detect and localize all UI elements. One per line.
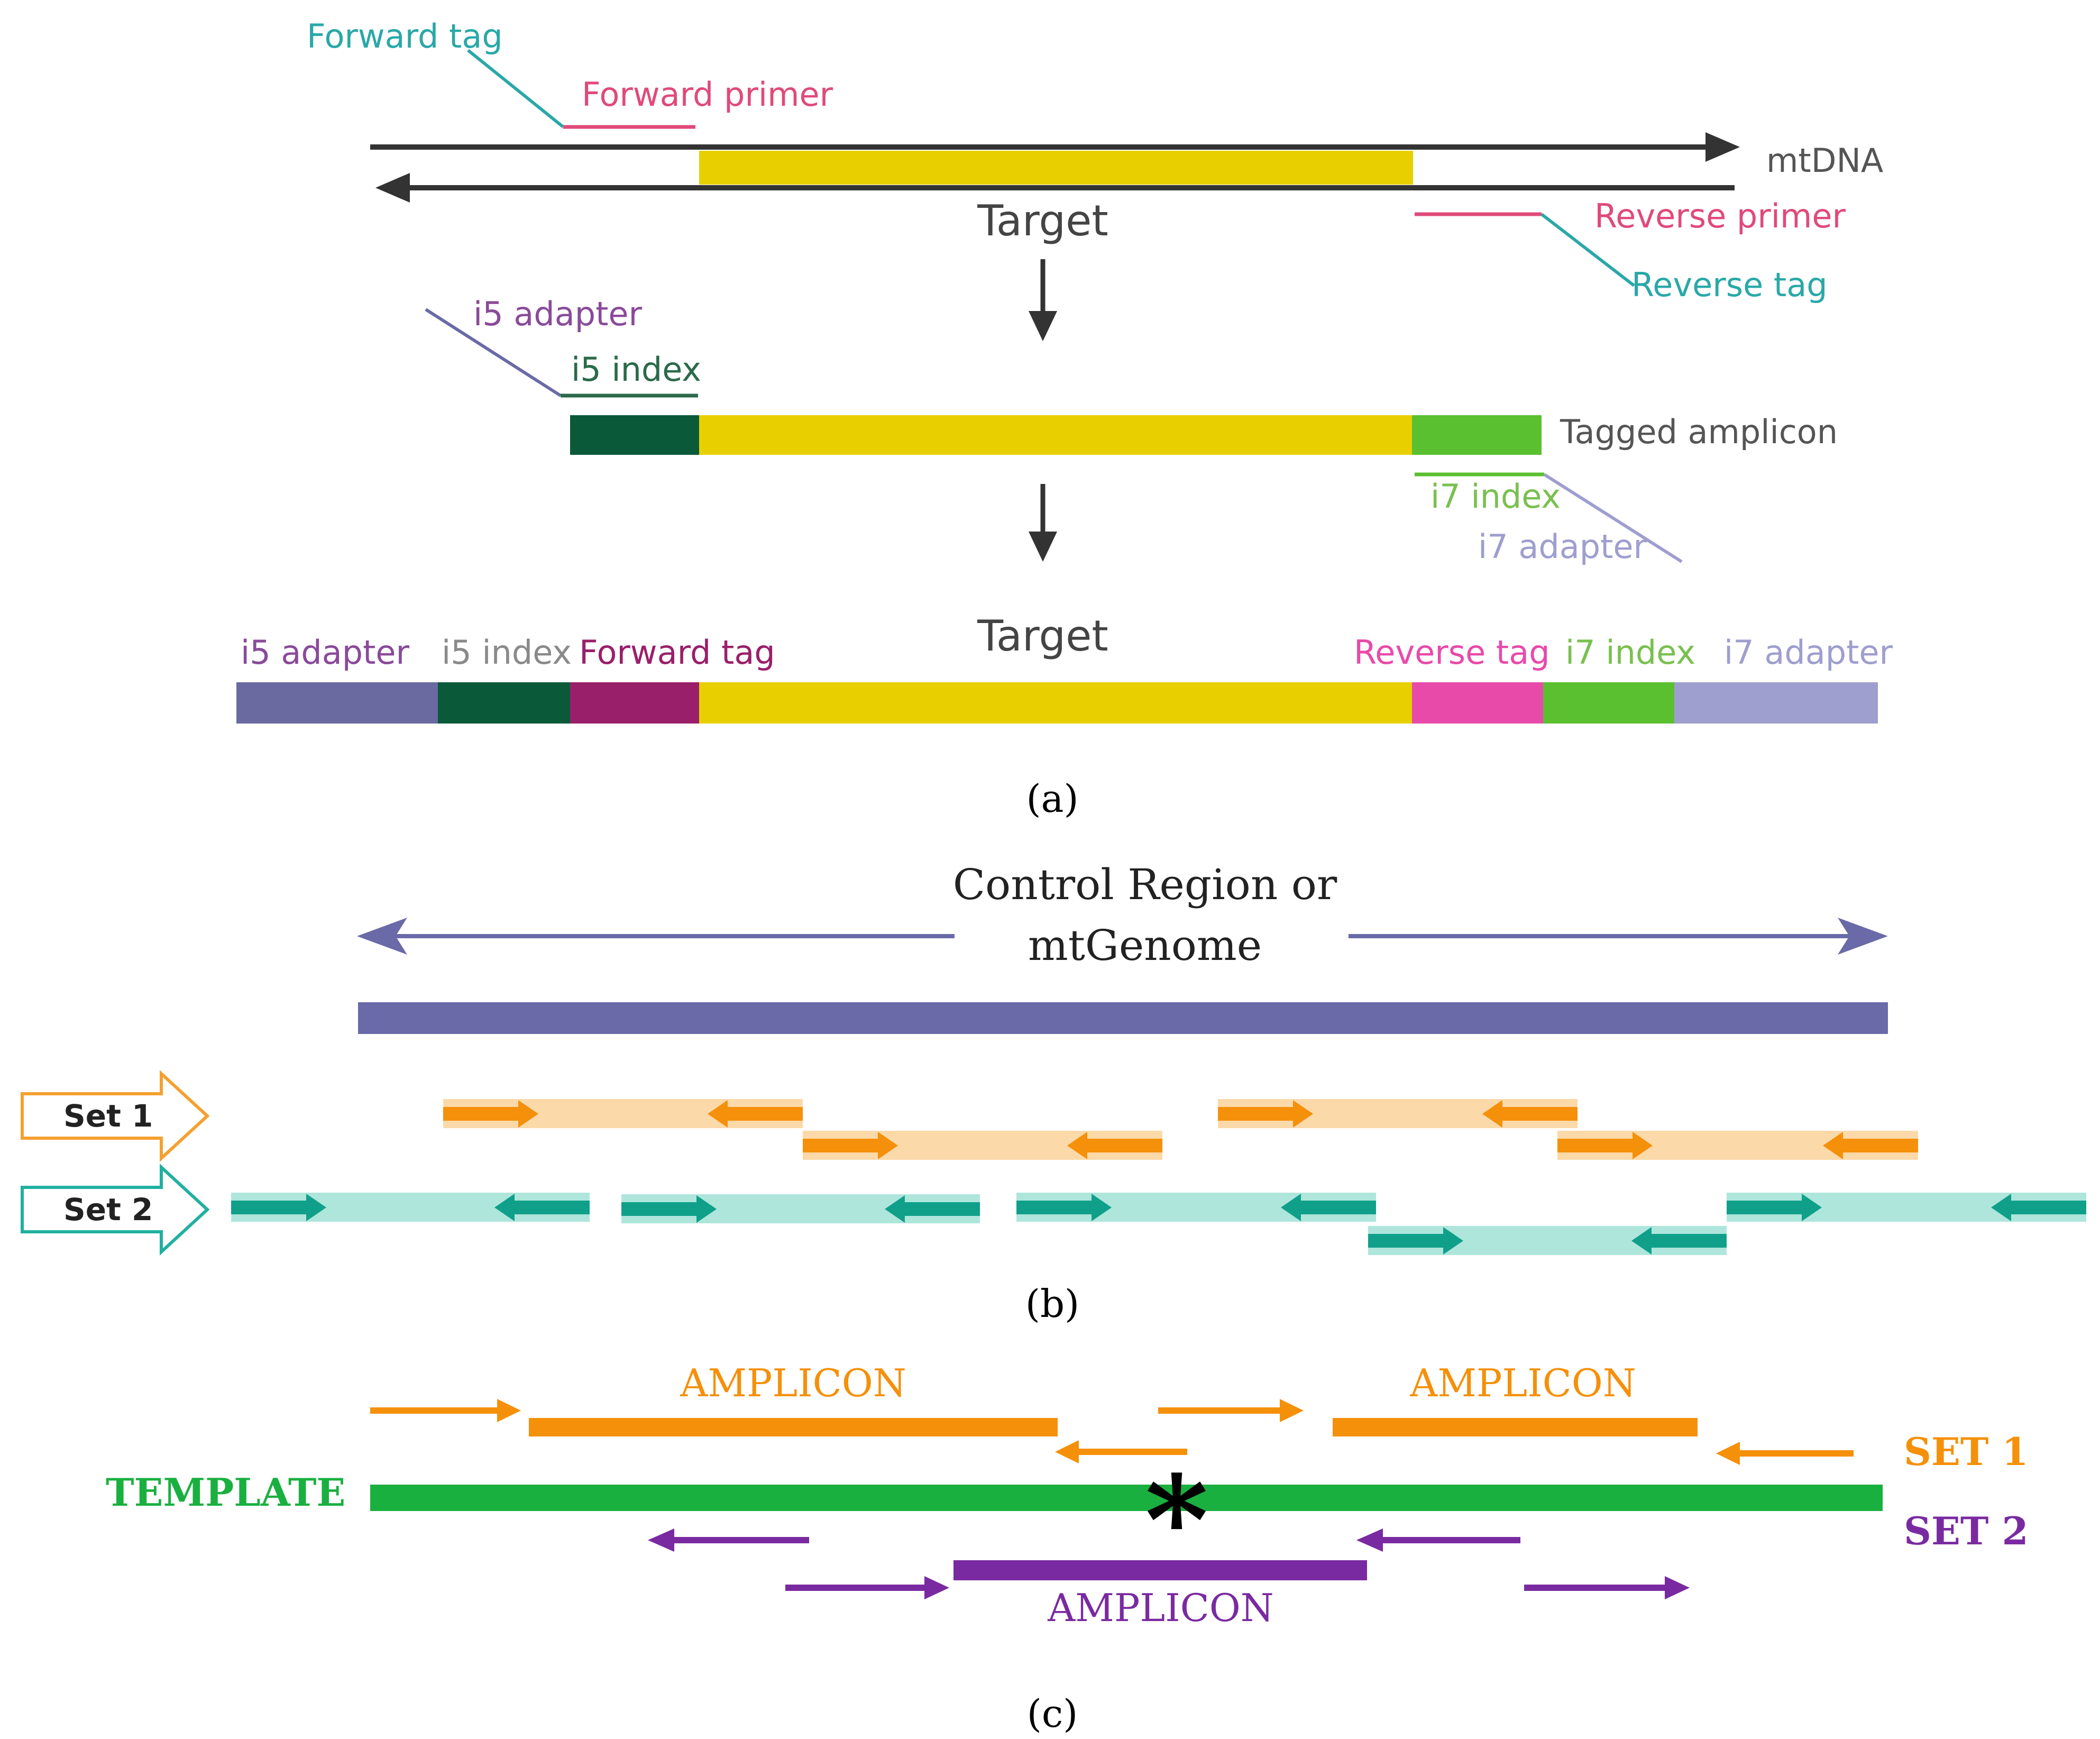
control-region-title-line1: Control Region or: [953, 860, 1337, 909]
set1-amplicons: [443, 1099, 1918, 1160]
caption-c: (c): [1027, 1691, 1078, 1736]
genome-bar: [358, 1002, 1888, 1034]
final-forward-tag-block: [570, 682, 700, 724]
set1-forward-primer-head: [497, 1399, 521, 1422]
final-reverse-tag-block: [1412, 682, 1544, 724]
set1-forward-primer-head: [1280, 1399, 1304, 1422]
set2-amplicon: [1368, 1226, 1727, 1255]
final-reverse-tag-label: Reverse tag: [1354, 633, 1550, 672]
set2-reverse-primer-head: [648, 1529, 674, 1552]
set2-amplicons: [231, 1193, 2086, 1255]
set2-forward-primer-head: [924, 1576, 949, 1599]
set1-reverse-primer-head: [1055, 1440, 1079, 1463]
forward-primer-label: Forward primer: [582, 75, 833, 114]
set1-reverse-primer-head: [1716, 1442, 1740, 1465]
set1-label-arrow: [21, 1070, 210, 1162]
final-i5-adapter-label: i5 adapter: [241, 633, 410, 672]
target-label-bottom: Target: [977, 611, 1108, 661]
set1-amplicon: [1218, 1099, 1578, 1128]
set1-amplicon: [1557, 1131, 1918, 1160]
i5-index-label: i5 index: [571, 350, 701, 389]
set1-side-label: SET 1: [1904, 1429, 2029, 1474]
amplicon-label-3: AMPLICON: [1047, 1586, 1274, 1630]
panel-a: Forward tag Forward primer mtDNA Target …: [236, 17, 1893, 821]
set1-amplicon: [443, 1099, 803, 1128]
final-i5-index-block: [438, 682, 571, 724]
target-region-top: [699, 151, 1413, 185]
final-i7-adapter-label: i7 adapter: [1724, 633, 1893, 672]
set2-amplicon: [621, 1194, 980, 1223]
final-target-block: [699, 682, 1413, 724]
template-bar: [370, 1485, 1883, 1511]
template-label: TEMPLATE: [106, 1470, 345, 1515]
set2-amplicon: [231, 1193, 590, 1222]
panel-b: Control Region or mtGenome Set 1 Set 2: [21, 860, 2086, 1326]
set1-label: Set 1: [63, 1098, 153, 1134]
mtdna-label: mtDNA: [1766, 141, 1883, 180]
set2-forward-primer-head: [1665, 1576, 1690, 1599]
set1-amplicon-bar: [529, 1418, 1058, 1436]
set2-label: Set 2: [63, 1192, 153, 1228]
mtdna-reverse-arrowhead: [375, 173, 410, 203]
tagged-target-block: [699, 415, 1413, 455]
reverse-primer-label: Reverse primer: [1594, 197, 1846, 235]
mtdna-forward-arrowhead: [1705, 132, 1740, 162]
i7-adapter-label: i7 adapter: [1478, 527, 1647, 566]
amplicon-label-2: AMPLICON: [1409, 1361, 1636, 1405]
i5-adapter-label: i5 adapter: [473, 295, 643, 333]
set1-amplicon-bar: [1333, 1418, 1698, 1436]
i7-index-label: i7 index: [1430, 477, 1561, 516]
final-i7-index-block: [1543, 682, 1675, 724]
final-forward-tag-label: Forward tag: [579, 633, 775, 672]
tagged-i5-index-block: [570, 415, 700, 455]
set1-amplicon: [803, 1131, 1162, 1160]
forward-tag-line: [467, 49, 564, 129]
down-arrowhead-2: [1029, 532, 1057, 562]
control-region-title-line2: mtGenome: [1028, 921, 1262, 970]
panel-c: AMPLICON AMPLICON TEMPLATE * SET 1 SET 2…: [106, 1361, 2029, 1736]
tagged-i7-index-block: [1412, 415, 1542, 455]
amplicon-label-1: AMPLICON: [680, 1361, 906, 1405]
set2-amplicon: [1016, 1193, 1376, 1222]
caption-b: (b): [1025, 1282, 1079, 1326]
caption-a: (a): [1026, 776, 1078, 821]
reverse-tag-label: Reverse tag: [1631, 266, 1828, 304]
tagged-amplicon-label: Tagged amplicon: [1560, 413, 1838, 451]
genome-span-arrowhead-left: [357, 918, 407, 955]
target-label-top: Target: [977, 196, 1108, 245]
set2-amplicon: [1727, 1193, 2086, 1222]
down-arrowhead-1: [1029, 311, 1057, 341]
reverse-tag-line: [1540, 213, 1635, 287]
set2-amplicon-bar: [953, 1560, 1367, 1580]
final-i7-adapter-block: [1674, 682, 1878, 724]
i7-adapter-line: [1543, 473, 1683, 563]
i5-adapter-line: [425, 308, 562, 397]
forward-tag-label: Forward tag: [307, 17, 503, 56]
set2-side-label: SET 2: [1904, 1508, 2029, 1553]
final-i7-index-label: i7 index: [1565, 633, 1695, 672]
set2-reverse-primer-head: [1356, 1529, 1383, 1552]
final-i5-index-label: i5 index: [442, 633, 572, 672]
final-i5-adapter-block: [236, 682, 439, 724]
set2-label-arrow: [21, 1164, 210, 1256]
genome-span-arrowhead-right: [1838, 918, 1888, 955]
